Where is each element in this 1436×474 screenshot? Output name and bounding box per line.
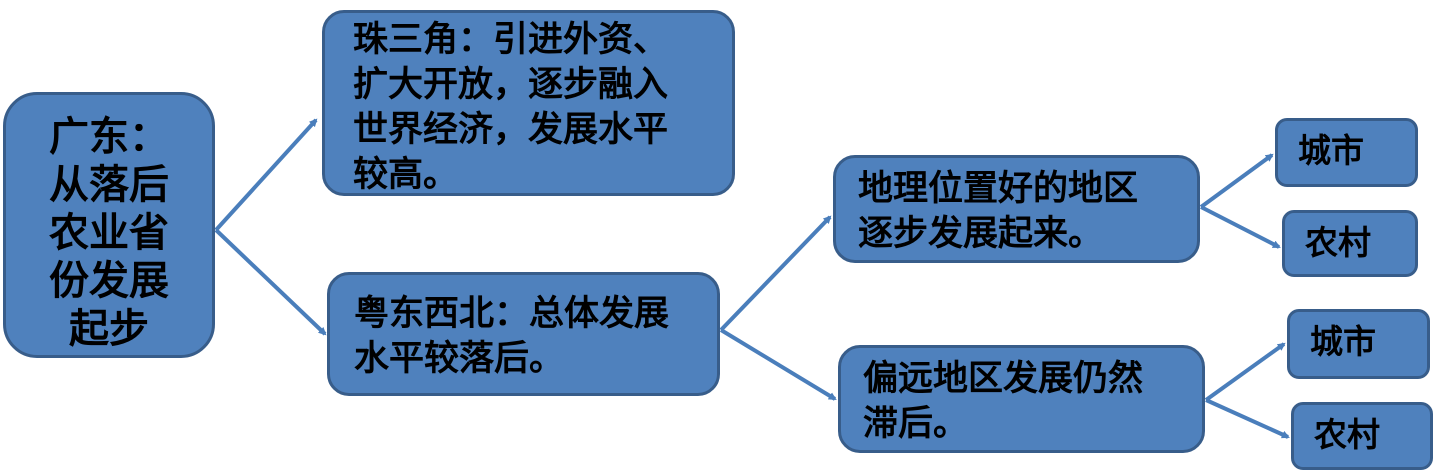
node-line: 逐步发展起来。: [858, 213, 1104, 254]
node-line: 地理位置好的地区: [858, 168, 1139, 209]
leaf-label: 城市: [1298, 131, 1364, 170]
node-line: 广东：: [49, 113, 169, 160]
node-line: 水平较落后。: [354, 338, 565, 379]
node-line: 从落后: [49, 161, 169, 208]
node-line: 偏远地区发展仍然: [863, 358, 1144, 399]
node-pearl-river-delta: 珠三角：引进外资、 扩大开放，逐步融入 世界经济，发展水平 较高。: [322, 10, 735, 196]
leaf-city-2: 城市: [1287, 309, 1430, 379]
arrow-remote-to-city: [1204, 342, 1284, 402]
node-line: 起步: [69, 305, 149, 352]
arrow-good-to-village: [1200, 205, 1279, 249]
node-east-west-north: 粤东西北：总体发展 水平较落后。: [327, 272, 720, 396]
leaf-label: 农村: [1305, 223, 1371, 262]
arrow-northwest-to-remote: [719, 328, 835, 401]
node-line: 农业省: [49, 209, 169, 256]
arrow-root-to-northwest: [214, 228, 325, 336]
leaf-label: 农村: [1314, 415, 1380, 454]
arrow-northwest-to-good: [719, 217, 832, 332]
node-line: 扩大开放，逐步融入: [353, 64, 669, 105]
root-node-guangdong: 广东： 从落后 农业省 份发展 起步: [3, 92, 215, 358]
node-line: 较高。: [353, 154, 459, 195]
node-line: 世界经济，发展水平: [353, 109, 669, 150]
arrow-remote-to-village: [1205, 398, 1288, 439]
arrow-root-to-prd: [214, 120, 318, 232]
arrow-good-to-city: [1199, 153, 1272, 209]
node-remote-areas: 偏远地区发展仍然 滞后。: [838, 345, 1205, 453]
leaf-village-1: 农村: [1282, 210, 1418, 277]
node-good-location: 地理位置好的地区 逐步发展起来。: [833, 155, 1200, 263]
node-line: 粤东西北：总体发展: [354, 293, 670, 334]
node-line: 份发展: [49, 257, 169, 304]
leaf-village-2: 农村: [1291, 402, 1433, 470]
leaf-city-1: 城市: [1275, 118, 1418, 187]
node-line: 珠三角：引进外资、: [353, 19, 669, 60]
leaf-label: 城市: [1310, 322, 1376, 361]
node-line: 滞后。: [863, 403, 969, 444]
